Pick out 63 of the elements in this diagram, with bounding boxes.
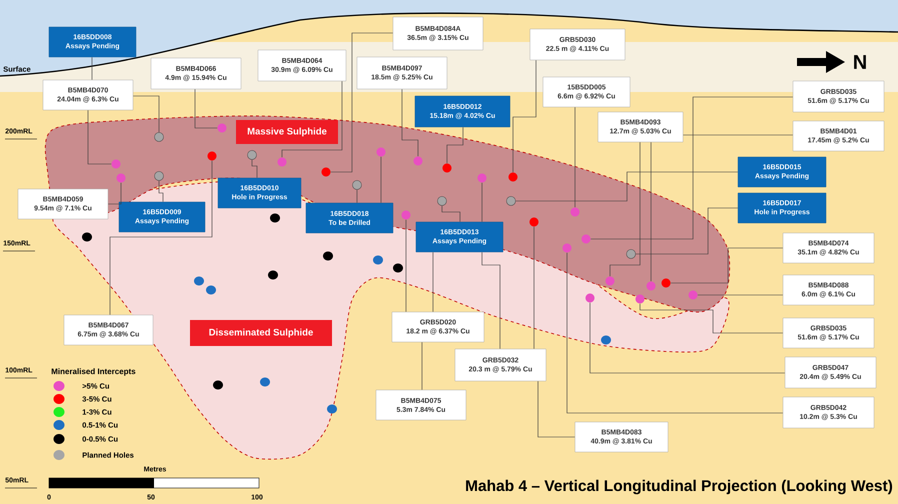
leader-line [650,142,652,282]
leader-line [108,182,122,204]
legend-heading: Mineralised Intercepts [52,368,136,376]
leader-line [512,60,536,173]
leader-line [635,208,738,254]
intercept-dot [570,208,580,216]
leader-line [482,252,500,350]
intercept-dot [478,174,486,182]
intercept-dot [530,218,538,226]
leader-line [132,96,160,133]
intercept-dot [278,158,286,166]
leader-line [356,189,358,204]
leader-line [697,294,784,296]
leader-line [566,252,784,414]
intercept-dot [376,148,386,156]
planned-hole-dot [506,196,516,206]
intercept-dot [562,244,572,252]
intercept-dot [414,156,422,166]
planned-hole-dot [626,249,636,259]
zone-label: Massive Sulphide [236,120,338,144]
leader-line [282,80,342,158]
intercept-dot [112,160,120,168]
leader-line [442,205,460,222]
leader-line [252,159,258,178]
leader-line [515,172,738,202]
leader-line [590,96,794,240]
intercept-dot [218,124,226,132]
leader-line [380,156,382,204]
leader-line [158,180,164,202]
leader-line [574,106,576,208]
intercept-dot [508,172,518,182]
intercept-dot [442,164,452,172]
planned-hole-dot [352,180,362,190]
intercept-dot [646,282,656,290]
leader-line [682,134,794,136]
intercept-dot [322,168,330,176]
intercept-dot [586,294,594,302]
leader-line [432,252,434,312]
leader-line [194,88,218,128]
planned-hole-dot [437,196,447,206]
intercept-dot [636,294,644,304]
leader-line [446,126,464,164]
zone-label: Disseminated Sulphide [190,320,332,346]
leader-line [640,303,784,334]
north-label: N [854,55,866,69]
intercept-dot [116,174,126,182]
intercept-dot [662,278,670,288]
planned-hole-dot [154,171,164,181]
intercept-dot [688,290,698,300]
intercept-dot [606,276,614,286]
planned-hole-dot [154,132,164,142]
leader-line [110,160,212,316]
leader-line [670,248,784,284]
title: Mahab 4 – Vertical Longitudinal Projection (Looking West) [466,480,892,494]
leader-line [402,88,418,157]
leader-line [610,142,640,277]
leader-line [330,32,394,172]
intercept-dot [208,152,216,160]
intercept-dot [402,210,410,220]
leader-line [590,302,786,374]
intercept-dot [582,234,590,244]
leader-line [538,380,576,438]
planned-hole-dot [247,150,257,160]
